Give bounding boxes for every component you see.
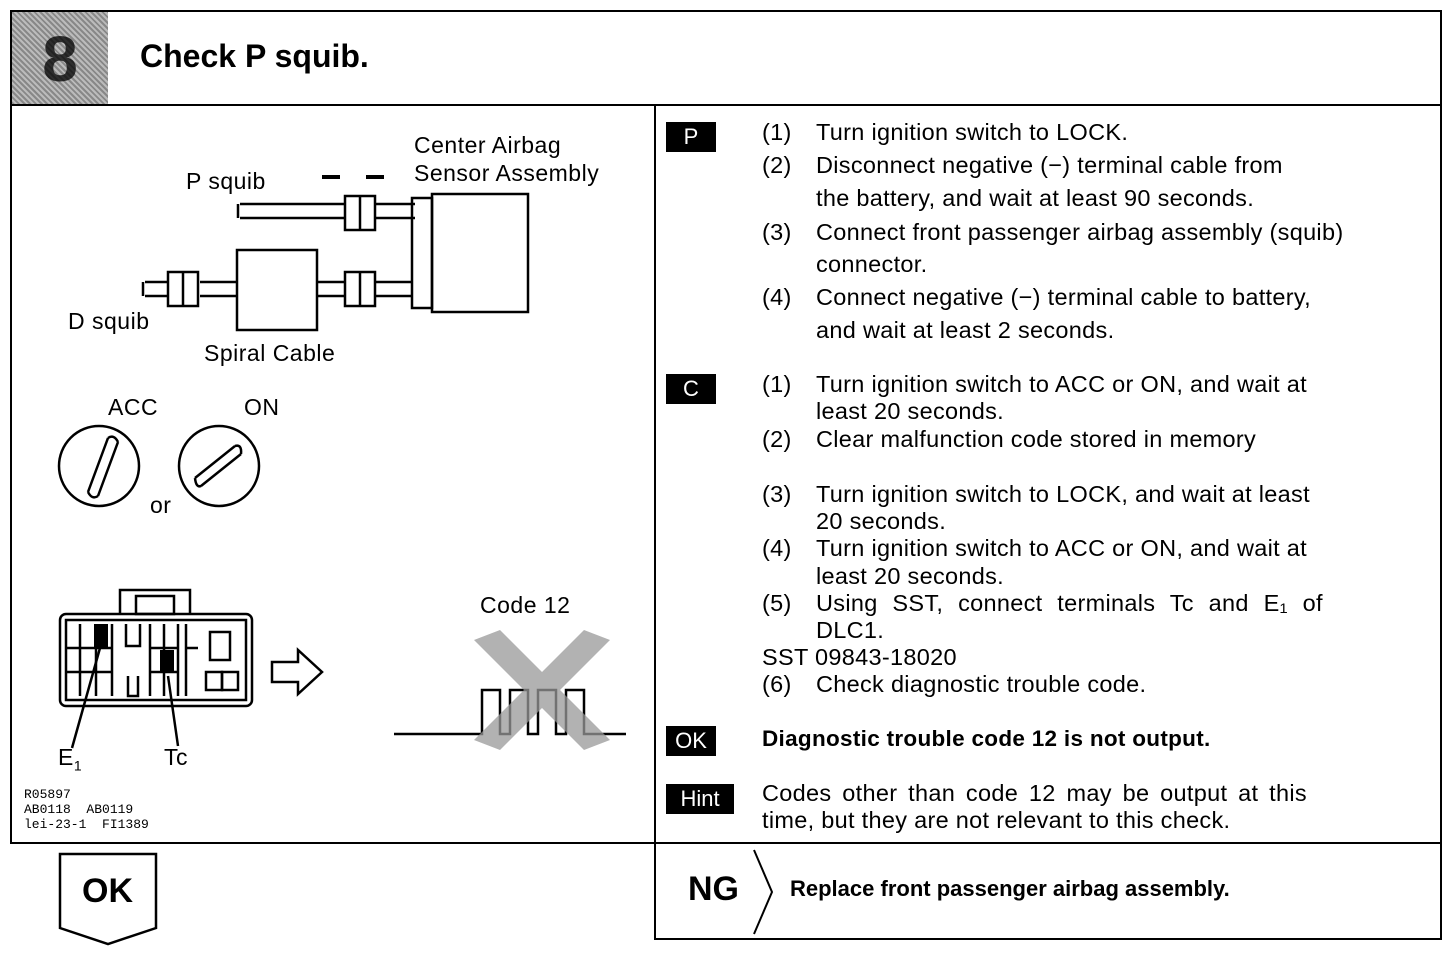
sst-number: SST 09843-18020 bbox=[762, 644, 957, 670]
label-code12: Code 12 bbox=[480, 592, 571, 618]
hint-line-2: time, but they are not relevant to this … bbox=[762, 807, 1231, 833]
label-or: or bbox=[150, 492, 172, 518]
label-spiral-cable: Spiral Cable bbox=[204, 340, 336, 366]
ok-result-box bbox=[58, 852, 158, 946]
figure-diagram bbox=[57, 175, 626, 750]
ng-chevron bbox=[753, 849, 774, 935]
label-on: ON bbox=[244, 394, 280, 420]
ok-text: Diagnostic trouble code 12 is not output… bbox=[762, 726, 1211, 751]
label-acc: ACC bbox=[108, 394, 159, 420]
label-tc: Tc bbox=[164, 744, 188, 770]
step-badge: 8 bbox=[12, 12, 108, 104]
ng-action: Replace front passenger airbag assembly. bbox=[790, 876, 1230, 901]
tag-hint: Hint bbox=[666, 784, 734, 814]
label-e1-main: E bbox=[58, 744, 74, 770]
ng-label: NG bbox=[688, 870, 739, 908]
ref-code-1: R05897 bbox=[24, 787, 71, 802]
ok-result-label: OK bbox=[82, 872, 133, 910]
label-center-airbag-2: Sensor Assembly bbox=[414, 160, 600, 186]
step-number: 8 bbox=[42, 23, 78, 95]
page-title: Check P squib. bbox=[140, 38, 369, 74]
hint-line-1: Codes other than code 12 may be output a… bbox=[762, 780, 1307, 806]
tag-p: P bbox=[666, 122, 716, 152]
label-e1-sub: 1 bbox=[73, 757, 83, 774]
label-center-airbag-1: Center Airbag bbox=[414, 132, 562, 158]
column-divider bbox=[654, 104, 656, 940]
tag-ok: OK bbox=[666, 726, 716, 756]
label-d-squib: D squib bbox=[68, 308, 150, 334]
label-p-squib: P squib bbox=[186, 168, 266, 194]
cross-out-mark bbox=[474, 630, 610, 750]
ref-code-3: lei-23-1 FI1389 bbox=[24, 817, 149, 832]
tag-c: C bbox=[666, 374, 716, 404]
ref-code-2: AB0118 AB0119 bbox=[24, 802, 134, 817]
ng-box bbox=[654, 842, 1442, 940]
label-e1: E1 bbox=[58, 744, 82, 774]
